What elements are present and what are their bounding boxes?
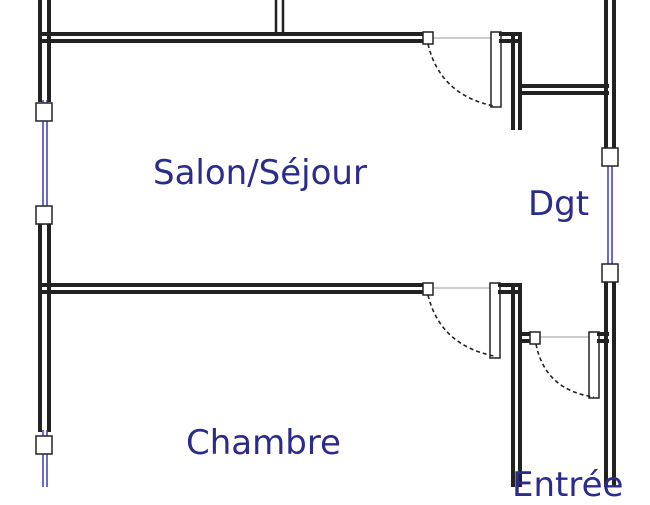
door-chambre xyxy=(422,282,501,359)
right-exterior-wall xyxy=(604,0,616,487)
door-entree xyxy=(518,331,609,399)
window-dgt-right xyxy=(601,147,619,283)
room-label-chambre: Chambre xyxy=(186,423,341,463)
wall-salon-chambre xyxy=(42,283,427,294)
room-label-dgt: Dgt xyxy=(528,184,590,224)
top-partitions xyxy=(274,0,285,36)
door-salon xyxy=(422,31,502,108)
window-salon-left xyxy=(35,100,53,225)
room-label-entree: Entrée xyxy=(512,465,624,505)
wall-chambre-right xyxy=(498,283,522,487)
room-label-salon: Salon/Séjour xyxy=(153,153,367,193)
wall-salon-right xyxy=(499,32,522,130)
wall-dgt-top xyxy=(518,84,609,95)
floor-plan xyxy=(35,0,619,487)
left-exterior-wall xyxy=(38,0,51,432)
window-chambre-left xyxy=(35,430,53,487)
wall-top-salon xyxy=(42,32,427,43)
